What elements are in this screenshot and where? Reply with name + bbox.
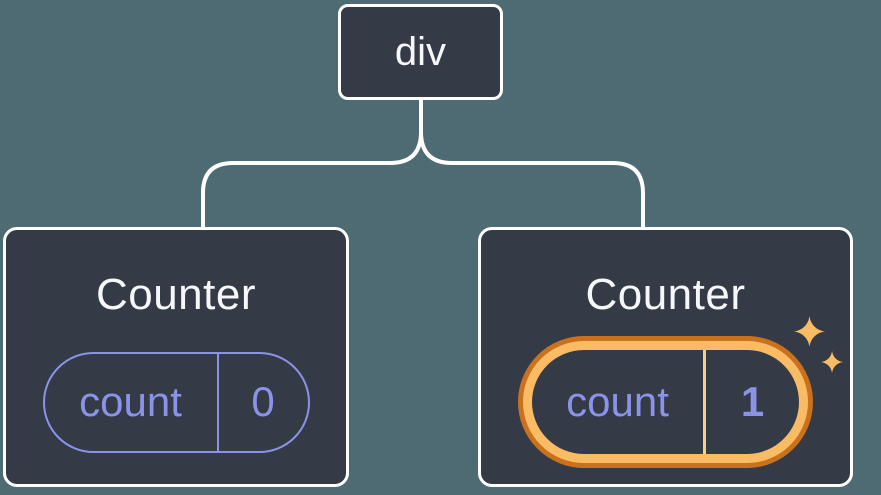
state-pill: count 1: [532, 350, 799, 454]
counter-card-left: Counter count 0: [3, 227, 349, 487]
state-value: 0: [251, 378, 275, 425]
connector-branch-right: [419, 100, 645, 229]
state-value: 1: [740, 378, 765, 425]
state-pill-zone: count 0: [6, 320, 346, 484]
pill-divider: [703, 350, 706, 454]
root-node-label: div: [394, 29, 447, 74]
state-label: count: [566, 378, 669, 425]
card-title: Counter: [585, 270, 746, 319]
state-pill-zone: count 1: [481, 320, 850, 484]
connector-branch-left: [201, 100, 423, 229]
state-pill-highlight-ring: count 1: [518, 336, 813, 468]
counter-card-right: Counter count 1: [478, 227, 853, 487]
root-node-div: div: [338, 4, 503, 100]
card-title: Counter: [95, 270, 257, 319]
state-label: count: [79, 378, 182, 425]
pill-divider: [216, 353, 219, 451]
state-pill: count 0: [42, 351, 310, 453]
